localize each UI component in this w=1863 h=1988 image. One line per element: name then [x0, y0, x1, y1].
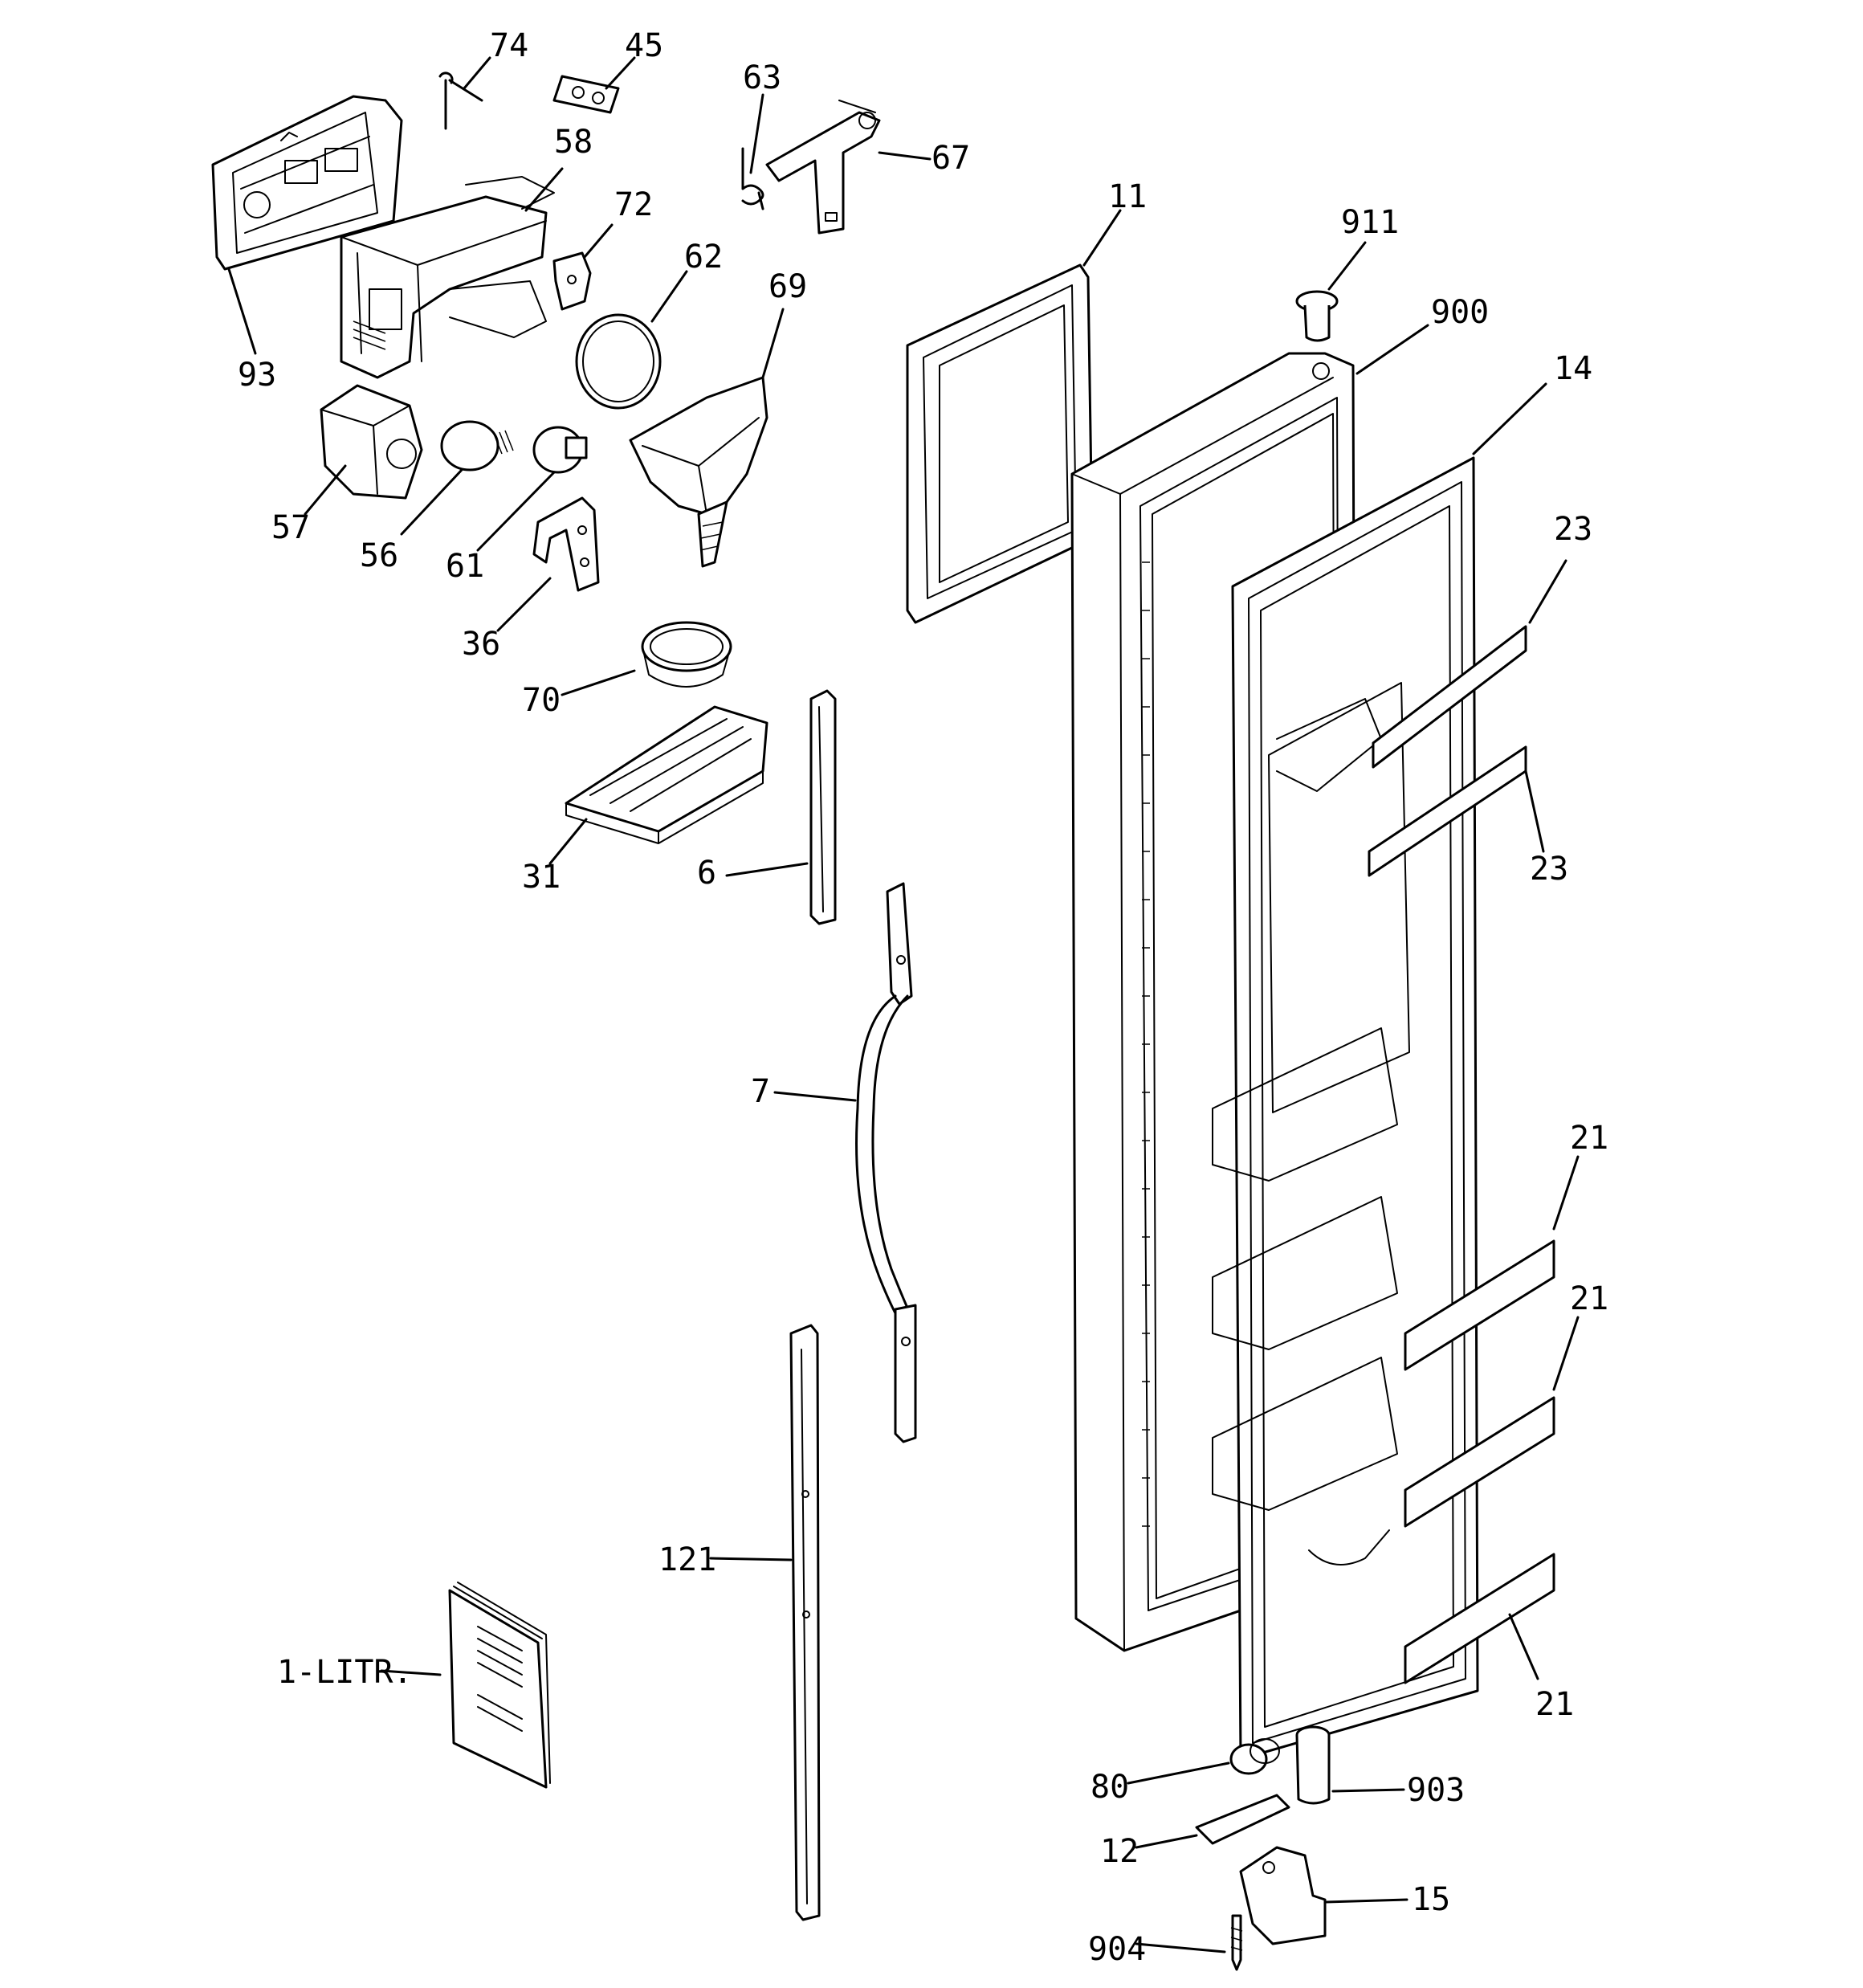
- label-93: 93: [238, 357, 276, 394]
- part-70-chute: [561, 621, 732, 696]
- part-67-actuator: [765, 100, 932, 235]
- label-67: 67: [932, 140, 970, 177]
- label-62: 62: [684, 239, 723, 276]
- part-61-gear: [476, 426, 588, 552]
- part-31-grille: [548, 705, 768, 865]
- label-23-lower: 23: [1530, 851, 1568, 888]
- label-70: 70: [522, 682, 561, 719]
- part-36-bracket: [496, 496, 600, 632]
- part-21-shelf-bar-c: [1404, 1553, 1555, 1684]
- label-900: 900: [1431, 294, 1489, 331]
- label-80: 80: [1090, 1769, 1129, 1806]
- part-23-shelf-bar-upper: [1372, 559, 1567, 769]
- label-15: 15: [1412, 1881, 1450, 1918]
- label-11: 11: [1108, 178, 1147, 215]
- label-21-b: 21: [1570, 1280, 1608, 1317]
- label-36: 36: [462, 626, 500, 663]
- part-1-litr-booklet: [380, 1582, 551, 1789]
- part-21-shelf-bar-b: [1404, 1316, 1580, 1528]
- part-63-spring: [741, 93, 764, 210]
- label-56: 56: [360, 537, 398, 574]
- part-72-switch: [552, 223, 614, 311]
- label-58: 58: [554, 124, 593, 161]
- label-1-litr: 1-LITR.: [277, 1654, 413, 1691]
- part-93-control-panel: [211, 95, 403, 355]
- part-7-handle: [773, 882, 917, 1443]
- label-69: 69: [768, 268, 807, 305]
- label-6: 6: [697, 855, 716, 892]
- label-72: 72: [614, 186, 653, 223]
- label-14: 14: [1554, 350, 1592, 387]
- label-61: 61: [446, 548, 484, 585]
- part-121-trim: [709, 1324, 821, 1921]
- part-80-bushing: [1127, 1738, 1280, 1785]
- part-57-cover: [304, 384, 423, 516]
- part-62-ring: [575, 270, 688, 410]
- part-6-trim: [725, 689, 837, 925]
- part-69-funnel: [629, 308, 785, 568]
- label-45: 45: [625, 27, 663, 64]
- part-904-screw: [1135, 1914, 1243, 1971]
- part-74-spring: [438, 56, 491, 130]
- part-911-bushing: [1295, 241, 1367, 342]
- part-14-door-liner: [1212, 382, 1547, 1761]
- callout-labels: 74 45 63 67 58 72 62 69 93 57 56 61 36 7…: [238, 27, 1608, 1968]
- label-903: 903: [1407, 1772, 1465, 1809]
- label-31: 31: [522, 859, 561, 896]
- label-21-a: 21: [1570, 1120, 1608, 1157]
- label-121: 121: [658, 1541, 716, 1578]
- label-21-c: 21: [1535, 1686, 1574, 1723]
- label-23-upper: 23: [1554, 511, 1592, 548]
- part-58-dispenser-housing: [340, 167, 564, 379]
- label-74: 74: [490, 27, 528, 64]
- label-57: 57: [271, 509, 310, 546]
- label-63: 63: [743, 59, 781, 96]
- part-45-bracket: [552, 56, 636, 114]
- label-911: 911: [1341, 204, 1399, 241]
- part-21-shelf-bar-a: [1404, 1155, 1580, 1371]
- part-903-pin: [1295, 1725, 1405, 1805]
- part-12-hinge-plate: [1135, 1794, 1290, 1849]
- part-23-shelf-bar-lower: [1368, 745, 1545, 877]
- part-56-bulb: [400, 420, 514, 536]
- part-15-bottom-hinge: [1239, 1846, 1408, 1945]
- label-12: 12: [1100, 1833, 1139, 1870]
- label-904: 904: [1088, 1931, 1146, 1968]
- label-7: 7: [751, 1073, 770, 1110]
